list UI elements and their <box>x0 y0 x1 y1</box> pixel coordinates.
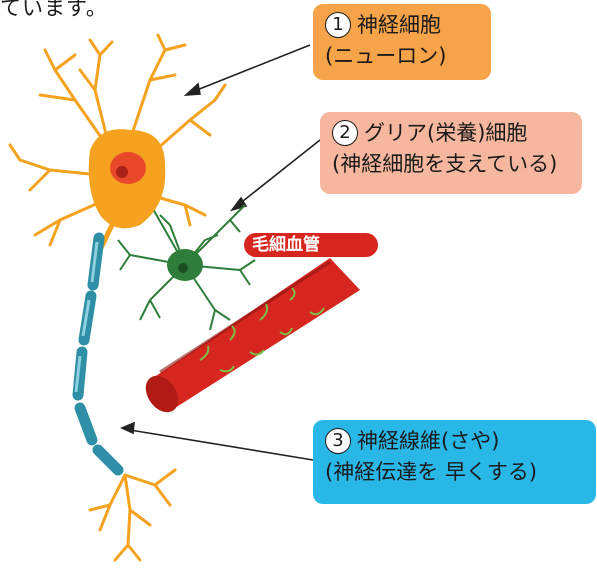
arrow-fiber <box>130 430 313 460</box>
blood-vessel <box>139 258 360 418</box>
arrow-neuron-head <box>186 84 200 95</box>
number-badge: 1 <box>325 12 351 38</box>
callout-glia-line2: (神経細胞を支えている) <box>332 149 572 180</box>
arrow-glia <box>238 140 320 205</box>
number-badge: 3 <box>325 428 351 454</box>
arrow-fiber-head <box>122 423 134 433</box>
arrow-neuron <box>192 45 310 92</box>
callout-fiber-line1: 神経線維(さや) <box>357 429 499 453</box>
blood-vessel-label: 毛細血管 <box>244 233 378 257</box>
callout-fiber-line2: (神経伝達を 早くする) <box>325 457 586 488</box>
callout-glia-line1: グリア(栄養)細胞 <box>364 121 527 145</box>
intro-text-fragment: ています。 <box>0 0 108 22</box>
callout-neuron-line2: (ニューロン) <box>325 41 481 72</box>
neuron-soma <box>89 129 166 228</box>
callout-neuron-line1: 神経細胞 <box>357 13 441 37</box>
number-badge: 2 <box>332 120 358 146</box>
